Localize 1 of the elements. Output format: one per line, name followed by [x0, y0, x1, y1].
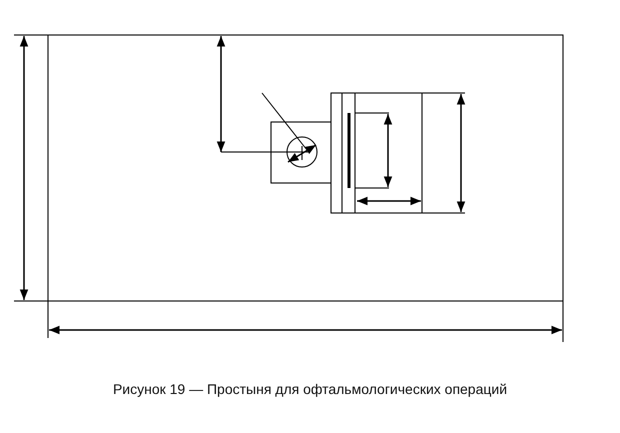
figure-caption: Рисунок 19 — Простыня для офтальмологических операций [112, 381, 508, 397]
